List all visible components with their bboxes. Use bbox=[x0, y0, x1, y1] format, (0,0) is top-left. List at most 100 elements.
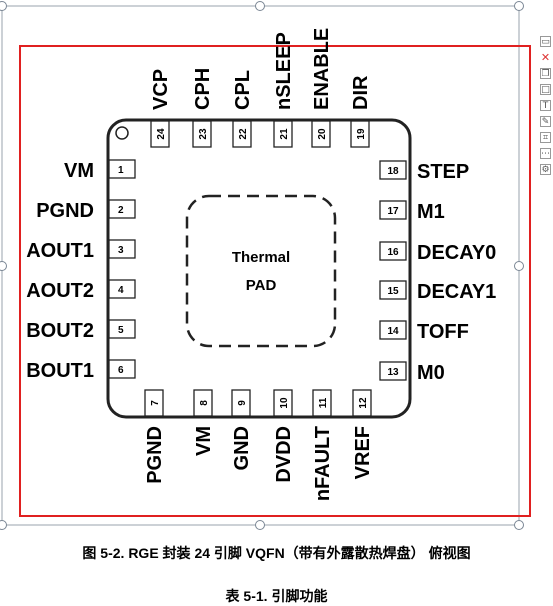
pin-pad-15 bbox=[379, 280, 407, 300]
pin-number-13: 13 bbox=[387, 367, 399, 378]
settings-icon[interactable]: ⚙ bbox=[540, 164, 551, 175]
pin-pad-12 bbox=[352, 389, 372, 417]
pin-number-7: 7 bbox=[150, 400, 161, 406]
resize-handle[interactable] bbox=[0, 261, 7, 271]
pin-number-19: 19 bbox=[356, 128, 367, 140]
pin-label-pgnd: PGND bbox=[36, 200, 94, 222]
pin-pad-7 bbox=[144, 389, 164, 417]
pin-number-18: 18 bbox=[387, 166, 399, 177]
frame-icon[interactable]: □ bbox=[540, 84, 551, 95]
pin-pad-18 bbox=[379, 160, 407, 180]
more-icon[interactable]: ⋯ bbox=[540, 148, 551, 159]
close-icon[interactable]: ✕ bbox=[540, 51, 551, 64]
selection-highlight bbox=[19, 45, 531, 517]
text-icon[interactable]: T bbox=[540, 100, 551, 111]
pin-pad-17 bbox=[379, 200, 407, 220]
pin-label-m0: M0 bbox=[417, 362, 445, 384]
pin-number-11: 11 bbox=[318, 397, 329, 408]
pin-number-2: 2 bbox=[118, 205, 124, 216]
layout-icon[interactable]: ▭ bbox=[540, 36, 551, 47]
pin-label-dvdd: DVDD bbox=[273, 426, 295, 483]
pin-pad-2 bbox=[108, 199, 136, 219]
pin-number-20: 20 bbox=[317, 128, 328, 140]
figure-caption: 图 5-2. RGE 封装 24 引脚 VQFN（带有外露散热焊盘） 俯视图 bbox=[82, 545, 471, 561]
pin-number-15: 15 bbox=[387, 286, 399, 297]
resize-handle[interactable] bbox=[514, 1, 524, 11]
pin-number-8: 8 bbox=[199, 400, 210, 406]
pin-pad-11 bbox=[312, 389, 332, 417]
pin-label-vm: VM bbox=[193, 426, 215, 456]
thermal-pad-label-2: PAD bbox=[246, 277, 277, 294]
crop-icon[interactable]: ⌗ bbox=[540, 132, 551, 143]
pin-label-bout1: BOUT1 bbox=[26, 360, 94, 382]
resize-handle[interactable] bbox=[514, 261, 524, 271]
pin-label-nsleep: nSLEEP bbox=[273, 32, 295, 110]
pin-label-pgnd: PGND bbox=[144, 426, 166, 484]
side-toolbar: ▭ ✕ ❐ □ T ✎ ⌗ ⋯ ⚙ bbox=[540, 36, 553, 236]
pin-number-24: 24 bbox=[156, 128, 167, 140]
edit-icon[interactable]: ✎ bbox=[540, 116, 551, 127]
pin-number-9: 9 bbox=[237, 400, 248, 406]
pin-number-12: 12 bbox=[358, 397, 369, 409]
resize-handle[interactable] bbox=[514, 520, 524, 530]
pin-pad-19 bbox=[350, 120, 370, 148]
pin-pad-4 bbox=[108, 279, 136, 299]
pin-label-vcp: VCP bbox=[150, 69, 172, 110]
pin-number-3: 3 bbox=[118, 245, 124, 256]
pin-number-17: 17 bbox=[387, 206, 399, 217]
pin-label-cph: CPH bbox=[192, 68, 214, 110]
thermal-pad bbox=[185, 194, 337, 348]
pin-pad-13 bbox=[379, 361, 407, 381]
pin-pad-24 bbox=[150, 120, 170, 148]
copy-icon[interactable]: ❐ bbox=[540, 68, 551, 79]
pin-label-enable: ENABLE bbox=[311, 28, 333, 110]
resize-handle[interactable] bbox=[0, 520, 7, 530]
thermal-pad-label-1: Thermal bbox=[232, 249, 290, 266]
pin-pad-5 bbox=[108, 319, 136, 339]
pin-label-decay1: DECAY1 bbox=[417, 281, 496, 303]
pin-pad-9 bbox=[231, 389, 251, 417]
pin-number-16: 16 bbox=[387, 247, 399, 258]
pin-number-23: 23 bbox=[198, 128, 209, 140]
pin-label-aout1: AOUT1 bbox=[26, 240, 94, 262]
pin-label-decay0: DECAY0 bbox=[417, 242, 496, 264]
pin-number-1: 1 bbox=[118, 165, 124, 176]
pin-pad-1 bbox=[108, 159, 136, 179]
pin-label-dir: DIR bbox=[350, 75, 372, 110]
table-caption: 表 5-1. 引脚功能 bbox=[225, 588, 328, 604]
pin-label-nfault: nFAULT bbox=[312, 426, 334, 501]
pin-pad-21 bbox=[273, 120, 293, 148]
pin-pad-14 bbox=[379, 320, 407, 340]
pin-pad-23 bbox=[192, 120, 212, 148]
pin-pad-10 bbox=[273, 389, 293, 417]
pin-pad-16 bbox=[379, 241, 407, 261]
pin-number-21: 21 bbox=[279, 128, 290, 140]
pin-number-5: 5 bbox=[118, 325, 124, 336]
pin-pad-20 bbox=[311, 120, 331, 148]
pin-pad-8 bbox=[193, 389, 213, 417]
pin-pad-3 bbox=[108, 239, 136, 259]
pin-label-vm: VM bbox=[64, 160, 94, 182]
pin-label-aout2: AOUT2 bbox=[26, 280, 94, 302]
pin-number-6: 6 bbox=[118, 365, 124, 376]
pin-number-4: 4 bbox=[118, 285, 124, 296]
pin-label-vref: VREF bbox=[352, 426, 374, 479]
resize-handles[interactable] bbox=[0, 1, 524, 530]
resize-handle[interactable] bbox=[0, 1, 7, 11]
pin-label-m1: M1 bbox=[417, 201, 445, 223]
pin-pad-22 bbox=[232, 120, 252, 148]
package-body bbox=[106, 118, 412, 419]
pin-label-step: STEP bbox=[417, 161, 469, 183]
pin-label-toff: TOFF bbox=[417, 321, 469, 343]
resize-handle[interactable] bbox=[255, 520, 265, 530]
pin-label-gnd: GND bbox=[231, 426, 253, 470]
pin1-marker bbox=[115, 126, 129, 140]
pin-number-22: 22 bbox=[238, 128, 249, 140]
pin-pad-6 bbox=[108, 359, 136, 379]
pin-label-cpl: CPL bbox=[232, 70, 254, 110]
pin-number-10: 10 bbox=[279, 397, 290, 409]
pin-label-bout2: BOUT2 bbox=[26, 320, 94, 342]
resize-handle[interactable] bbox=[255, 1, 265, 11]
